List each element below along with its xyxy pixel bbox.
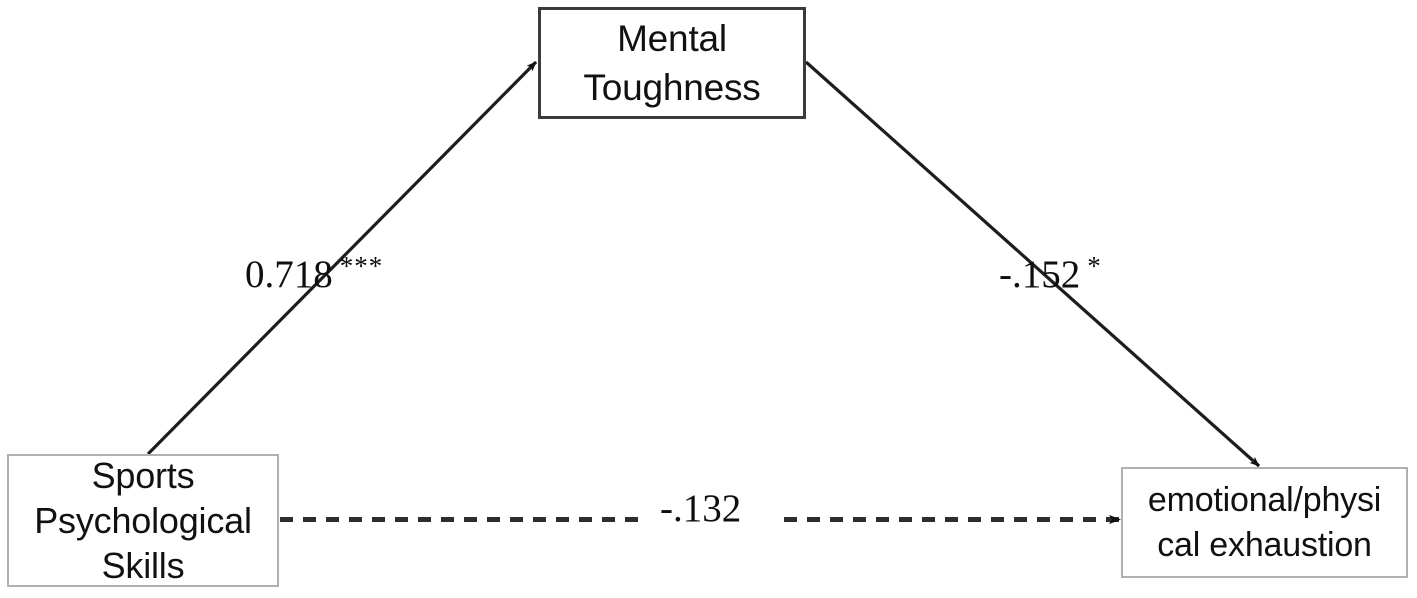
node-mental-toughness-label: Mental Toughness xyxy=(583,18,761,108)
path-b-significance: * xyxy=(1087,251,1102,281)
path-c-coefficient: -.132 xyxy=(660,487,742,530)
path-b-coefficient: -.152 xyxy=(999,253,1081,296)
node-emotional-physical-exhaustion-label: emotional/physi cal exhaustion xyxy=(1147,480,1382,564)
path-b-label: -.152* xyxy=(999,251,1102,296)
path-a-line xyxy=(146,60,538,456)
path-c-label: -.132 xyxy=(660,487,748,528)
node-mental-toughness: Mental Toughness xyxy=(538,7,806,119)
path-a-label: 0.718*** xyxy=(245,251,384,296)
node-sports-psychological-skills-label: Sports Psychological Skills xyxy=(34,455,252,586)
path-a-coefficient: 0.718 xyxy=(245,253,333,296)
path-b-line xyxy=(804,60,1261,468)
node-emotional-physical-exhaustion: emotional/physi cal exhaustion xyxy=(1121,467,1408,578)
path-a-significance: *** xyxy=(339,251,384,281)
node-sports-psychological-skills: Sports Psychological Skills xyxy=(7,454,279,587)
